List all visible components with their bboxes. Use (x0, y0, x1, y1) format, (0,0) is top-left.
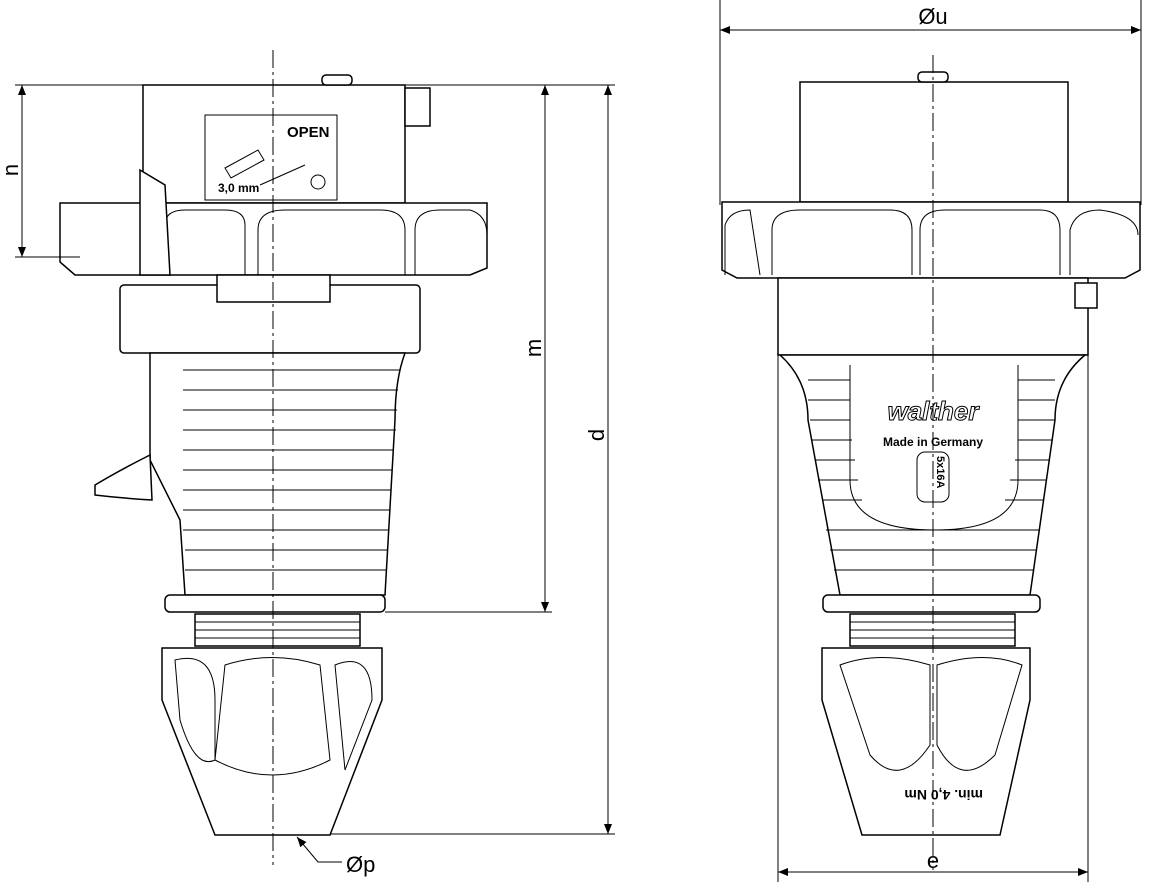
rotate-icon (310, 174, 326, 190)
body-ring (822, 594, 1041, 613)
flange-grip (919, 209, 1061, 275)
latch-tab (404, 87, 431, 127)
screwdriver-label: 3,0 mm (218, 181, 259, 195)
open-label: OPEN (287, 124, 330, 141)
brand-logo: walther (887, 396, 980, 426)
torque-label: min. 4,0 Nm (904, 787, 983, 803)
cap-knob (321, 74, 353, 86)
side-latch (139, 168, 171, 276)
lever (94, 453, 153, 501)
dim-e: e (927, 848, 939, 873)
label-window (204, 114, 338, 201)
flange-grip (771, 209, 913, 275)
body-ring (164, 594, 386, 613)
front-view: walther Made in Germany 5x16A min. 4,0 N… (721, 71, 1141, 836)
dim-p: Øp (346, 852, 375, 877)
cable-gland-nut (161, 647, 383, 836)
cap (799, 81, 1069, 203)
label-shield (849, 365, 1019, 531)
thread-lines (195, 621, 360, 639)
left-side-view: OPEN 3,0 mm (59, 74, 488, 836)
body-ribs (183, 369, 400, 571)
flange-grip (414, 209, 488, 275)
cap (142, 84, 406, 204)
nut-grips (174, 657, 373, 776)
rating-label: 5x16A (934, 456, 946, 488)
dim-m: m (521, 339, 546, 357)
flange-grip (724, 209, 761, 276)
dim-n: n (0, 164, 23, 176)
screwdriver-icon (224, 149, 306, 186)
collar-tab (1074, 282, 1098, 309)
dim-u: Øu (918, 4, 947, 29)
dim-d: d (584, 429, 609, 441)
nut-grips (839, 657, 1023, 771)
flange (721, 201, 1141, 279)
cable-gland-nut (821, 647, 1031, 836)
flange-grip (1069, 209, 1139, 275)
body-ribs (808, 379, 1055, 571)
flange-grip (257, 209, 406, 275)
body (149, 352, 407, 596)
